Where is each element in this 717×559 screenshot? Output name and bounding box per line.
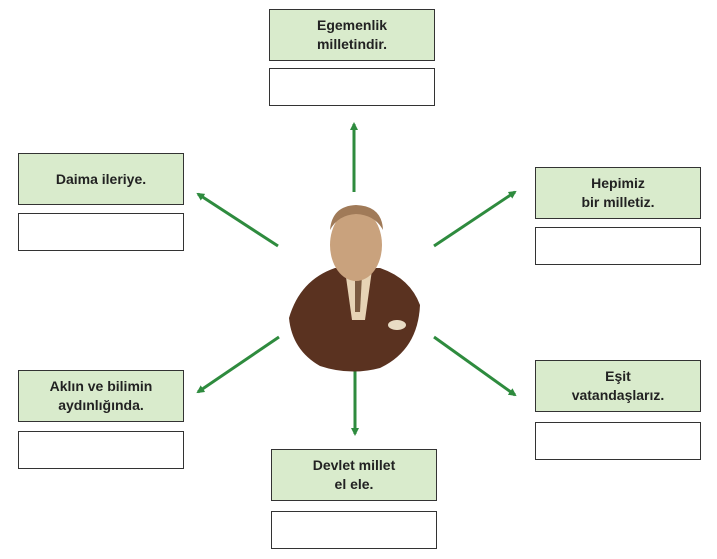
statement-label-science: Aklın ve bilimin aydınlığında. <box>18 370 184 422</box>
arrow-lower-left <box>196 335 280 394</box>
arrow-upper-left <box>196 192 279 248</box>
answer-box-equal-citizens[interactable] <box>535 422 701 460</box>
answer-box-forward[interactable] <box>18 213 184 251</box>
statement-label-forward: Daima ileriye. <box>18 153 184 205</box>
arrow-upper-right <box>433 190 517 248</box>
answer-box-sovereignty[interactable] <box>269 68 435 106</box>
statement-label-sovereignty: Egemenlik milletindir. <box>269 9 435 61</box>
arrow-lower-right <box>433 335 517 397</box>
portrait-image <box>289 205 420 372</box>
answer-box-state-nation[interactable] <box>271 511 437 549</box>
answer-box-one-nation[interactable] <box>535 227 701 265</box>
answer-box-science[interactable] <box>18 431 184 469</box>
statement-label-state-nation: Devlet millet el ele. <box>271 449 437 501</box>
statement-label-one-nation: Hepimiz bir milletiz. <box>535 167 701 219</box>
statement-label-equal-citizens: Eşit vatandaşlarız. <box>535 360 701 412</box>
